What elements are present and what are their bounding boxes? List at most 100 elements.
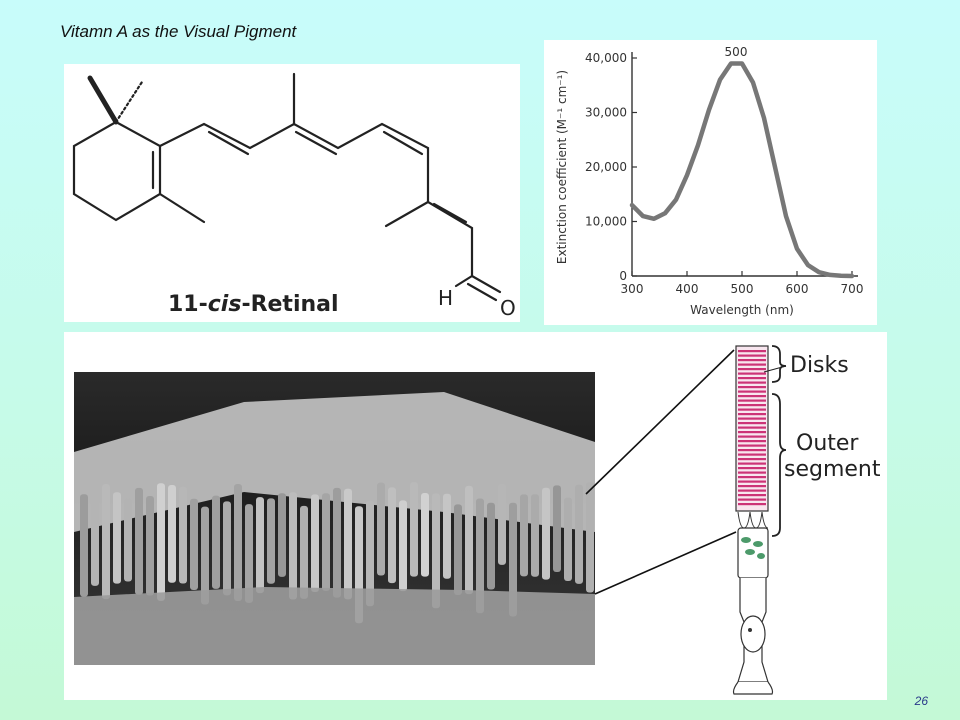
micrograph-rod [146, 496, 154, 596]
micrograph-rod [399, 500, 407, 592]
micrograph-rod [80, 494, 88, 597]
disk [738, 440, 766, 443]
y-tick-label: 40,000 [585, 51, 627, 65]
micrograph-rods [80, 482, 594, 624]
disk [738, 449, 766, 452]
rod-cell-panel: Disks Outer segment [64, 332, 887, 700]
retinal-structure-panel: H O 11-cis-Retinal [64, 64, 520, 322]
disk [738, 368, 766, 371]
y-tick-label: 0 [619, 269, 627, 283]
nucleus [740, 615, 766, 653]
spectrum-line [629, 61, 855, 279]
disk [738, 498, 766, 501]
nucleolus [748, 628, 752, 632]
micrograph-rod [190, 498, 198, 591]
micrograph-rod [157, 483, 165, 601]
rod-illustration: Disks Outer segment [74, 345, 881, 695]
micrograph-rod [443, 493, 451, 579]
micrograph-rod [465, 485, 473, 595]
disks-brace [771, 345, 787, 383]
micrograph-rod [113, 492, 121, 584]
micrograph-rod [531, 494, 539, 577]
y-tick-label: 30,000 [585, 106, 627, 120]
polyene-chain [158, 122, 474, 278]
chain-methyl-13 [384, 200, 430, 228]
molecule-name-suffix: -Retinal [241, 292, 338, 317]
disk [738, 390, 766, 393]
rod-cell-drawing [732, 345, 774, 695]
micrograph-rod [542, 487, 550, 580]
micrograph-rod [476, 498, 484, 614]
atom-o-label: O [500, 296, 516, 320]
disk [738, 372, 766, 375]
micrograph-rod [553, 485, 561, 572]
label-disks: Disks [790, 353, 849, 378]
disk [738, 458, 766, 461]
x-tick-label: 400 [676, 282, 699, 296]
micrograph-rod [223, 501, 231, 596]
micrograph-rod [102, 483, 110, 600]
slide-title: Vitamn A as the Visual Pigment [60, 22, 297, 41]
aldehyde-h-bond [454, 274, 474, 288]
micrograph-rod [333, 487, 341, 598]
micrograph-rod [487, 502, 495, 590]
label-outer: Outer [796, 431, 859, 456]
molecule-name-italic: cis [208, 292, 242, 317]
disk [738, 476, 766, 479]
ring-methyl [158, 192, 206, 224]
y-tick-label: 10,000 [585, 215, 627, 229]
disk [738, 417, 766, 420]
wedge-methyl [87, 75, 119, 125]
disk [738, 395, 766, 398]
disk [738, 471, 766, 474]
double-bond-7 [207, 130, 250, 156]
mitochondrion [757, 553, 765, 559]
micrograph-rod [289, 492, 297, 600]
peak-label: 500 [725, 45, 748, 59]
micrograph-rod [245, 504, 253, 603]
x-axis-label: Wavelength (nm) [690, 303, 794, 317]
atom-h-label: H [438, 286, 453, 310]
micrograph-rod [168, 485, 176, 583]
disk [738, 386, 766, 389]
disk [738, 399, 766, 402]
mitochondrion [745, 549, 755, 555]
cilium-folds [737, 511, 769, 529]
disk [738, 462, 766, 465]
x-tick-label: 500 [731, 282, 754, 296]
outer-segment-brace [771, 393, 787, 537]
double-bond-11 [382, 130, 424, 156]
mitochondrion [753, 541, 763, 547]
micrograph-rod [454, 504, 462, 595]
carbonyl-bond-b [466, 282, 498, 302]
molecule-name: 11-cis-Retinal [168, 292, 339, 317]
x-tick-label: 700 [841, 282, 864, 296]
micrograph-rod [388, 487, 396, 584]
micrograph-top-layer [74, 392, 595, 532]
micrograph-rod [421, 493, 429, 577]
y-tick-label: 20,000 [585, 160, 627, 174]
x-tick-label: 600 [786, 282, 809, 296]
disk [738, 381, 766, 384]
disk-stack [738, 350, 766, 506]
disk [738, 363, 766, 366]
micrograph-rod [179, 486, 187, 584]
disk [738, 408, 766, 411]
micrograph-rod [575, 484, 583, 584]
micrograph-rod [564, 497, 572, 582]
micrograph-rod [135, 487, 143, 595]
disk [738, 377, 766, 380]
micrograph-rod [124, 498, 132, 582]
micrograph-rod [91, 488, 99, 586]
double-bond-9 [294, 130, 338, 156]
label-segment: segment [784, 457, 881, 482]
disk [738, 413, 766, 416]
connector-line-bottom [594, 531, 737, 595]
micrograph-rod [432, 493, 440, 609]
molecule-name-prefix: 11- [168, 292, 208, 317]
micrograph-rod [377, 482, 385, 576]
retinal-structure-diagram: H O 11-cis-Retinal [72, 72, 516, 320]
hash-methyl [114, 80, 144, 124]
micrograph-rod [410, 482, 418, 577]
synaptic-terminal [732, 681, 774, 695]
